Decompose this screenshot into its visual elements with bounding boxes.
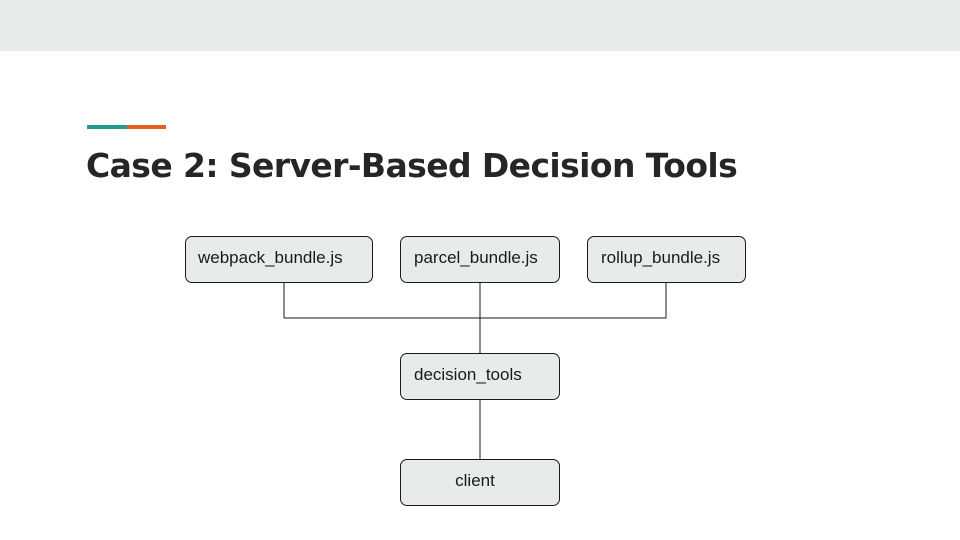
node-rollup-bundle: rollup_bundle.js (587, 236, 746, 283)
node-client: client (400, 459, 560, 506)
title-accent-bar (87, 125, 166, 129)
node-decision-tools: decision_tools (400, 353, 560, 400)
top-band (0, 0, 960, 51)
slide-title: Case 2: Server-Based Decision Tools (86, 146, 738, 185)
accent-teal-segment (87, 125, 127, 129)
node-parcel-bundle: parcel_bundle.js (400, 236, 560, 283)
node-webpack-bundle: webpack_bundle.js (185, 236, 373, 283)
accent-orange-segment (126, 125, 166, 129)
